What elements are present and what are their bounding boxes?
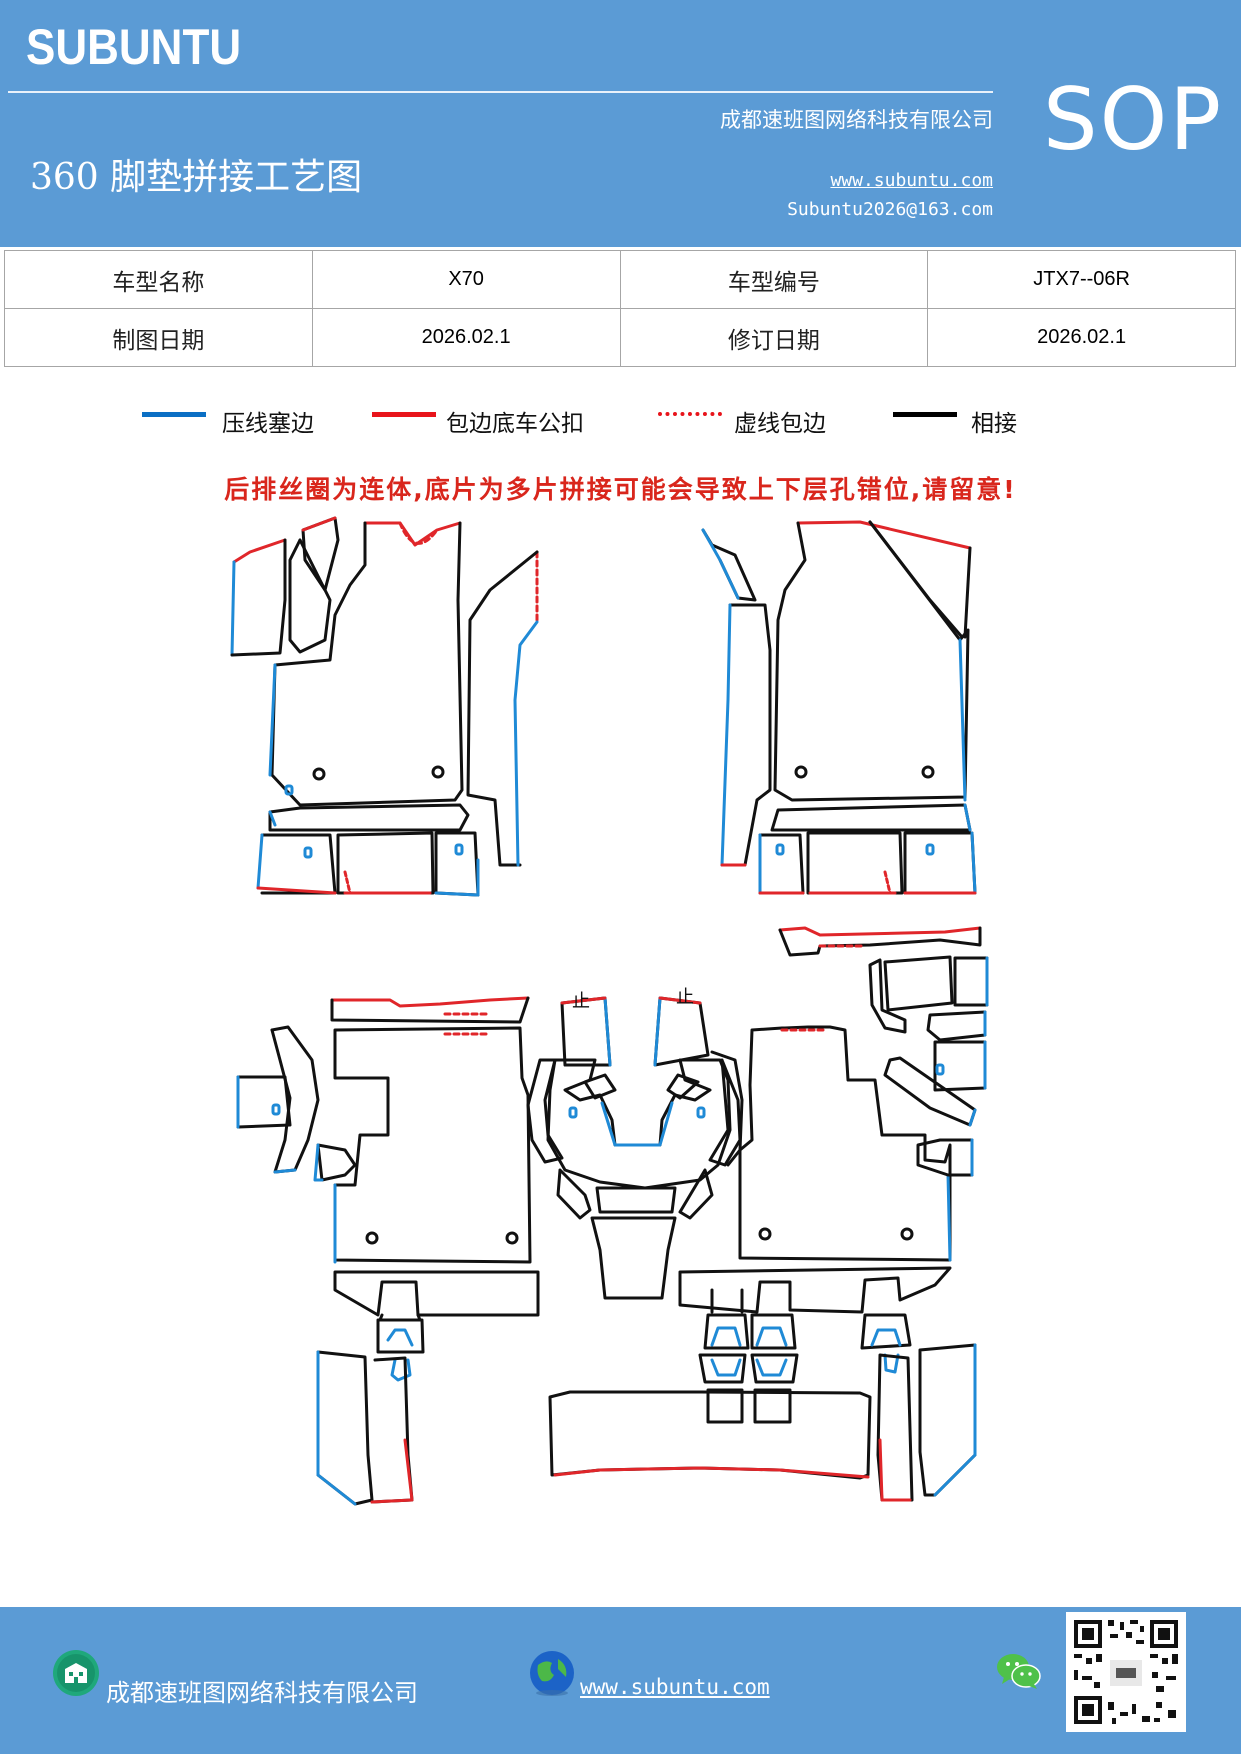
rear-right-mat-group [678, 926, 989, 1502]
draw-date-value: 2026.02.1 [311, 308, 621, 367]
legend-label: 相接 [971, 411, 1017, 437]
front-left-mat-group [230, 516, 539, 897]
rear-left-mat-group [236, 996, 540, 1506]
model-name-value: X70 [311, 250, 621, 309]
brand-logo: SUBUNTU [26, 19, 242, 75]
model-name-label: 车型名称 [4, 250, 313, 309]
floor-mat-diagram: 止 止 [230, 516, 989, 1506]
draw-date-label: 制图日期 [4, 308, 313, 367]
revise-date-label: 修订日期 [619, 308, 929, 367]
legend-swatch-black [893, 412, 957, 417]
header-divider [8, 91, 993, 93]
sop-badge: SOP [1043, 70, 1224, 170]
globe-icon [530, 1651, 574, 1696]
legend-swatch-red [372, 412, 436, 417]
model-code-label: 车型编号 [619, 250, 929, 309]
legend-swatch-red-dotted [658, 412, 722, 416]
footer-company: 成都速班图网络科技有限公司 [106, 1679, 418, 1707]
header-website-link[interactable]: www.subuntu.com [830, 170, 993, 191]
svg-text:止: 止 [572, 991, 590, 1012]
legend-label: 压线塞边 [222, 411, 314, 437]
header-email: Subuntu2026@163.com [787, 199, 993, 220]
rear-large-strip [548, 1390, 872, 1480]
legend-label: 包边底车公扣 [446, 411, 584, 437]
page-title: 360 脚垫拼接工艺图 [30, 157, 363, 198]
legend-swatch-blue [142, 412, 206, 417]
table-row: 车型名称 X70 车型编号 JTX7--06R [4, 250, 1236, 309]
model-code-value: JTX7--06R [927, 250, 1236, 309]
revise-date-value: 2026.02.1 [927, 308, 1236, 367]
header-company: 成都速班图网络科技有限公司 [720, 108, 993, 132]
wechat-icon[interactable] [996, 1651, 1042, 1691]
qr-code-icon[interactable] [1066, 1612, 1186, 1732]
footer-banner: 成都速班图网络科技有限公司 www.subuntu.com [0, 1607, 1241, 1754]
warning-notice: 后排丝圈为连体,底片为多片拼接可能会导致上下层孔错位,请留意! [224, 475, 1017, 504]
header-banner: SUBUNTU 成都速班图网络科技有限公司 SOP 360 脚垫拼接工艺图 ww… [0, 0, 1241, 247]
building-icon [53, 1650, 99, 1696]
svg-text:止: 止 [676, 987, 694, 1008]
footer-website-link[interactable]: www.subuntu.com [580, 1675, 770, 1699]
legend-label: 虚线包边 [734, 411, 826, 437]
vehicle-info-table: 车型名称 X70 车型编号 JTX7--06R 制图日期 2026.02.1 修… [4, 250, 1236, 367]
table-row: 制图日期 2026.02.1 修订日期 2026.02.1 [4, 308, 1236, 367]
center-console-group: 止 止 [526, 987, 744, 1300]
front-right-mat-group [701, 520, 977, 895]
